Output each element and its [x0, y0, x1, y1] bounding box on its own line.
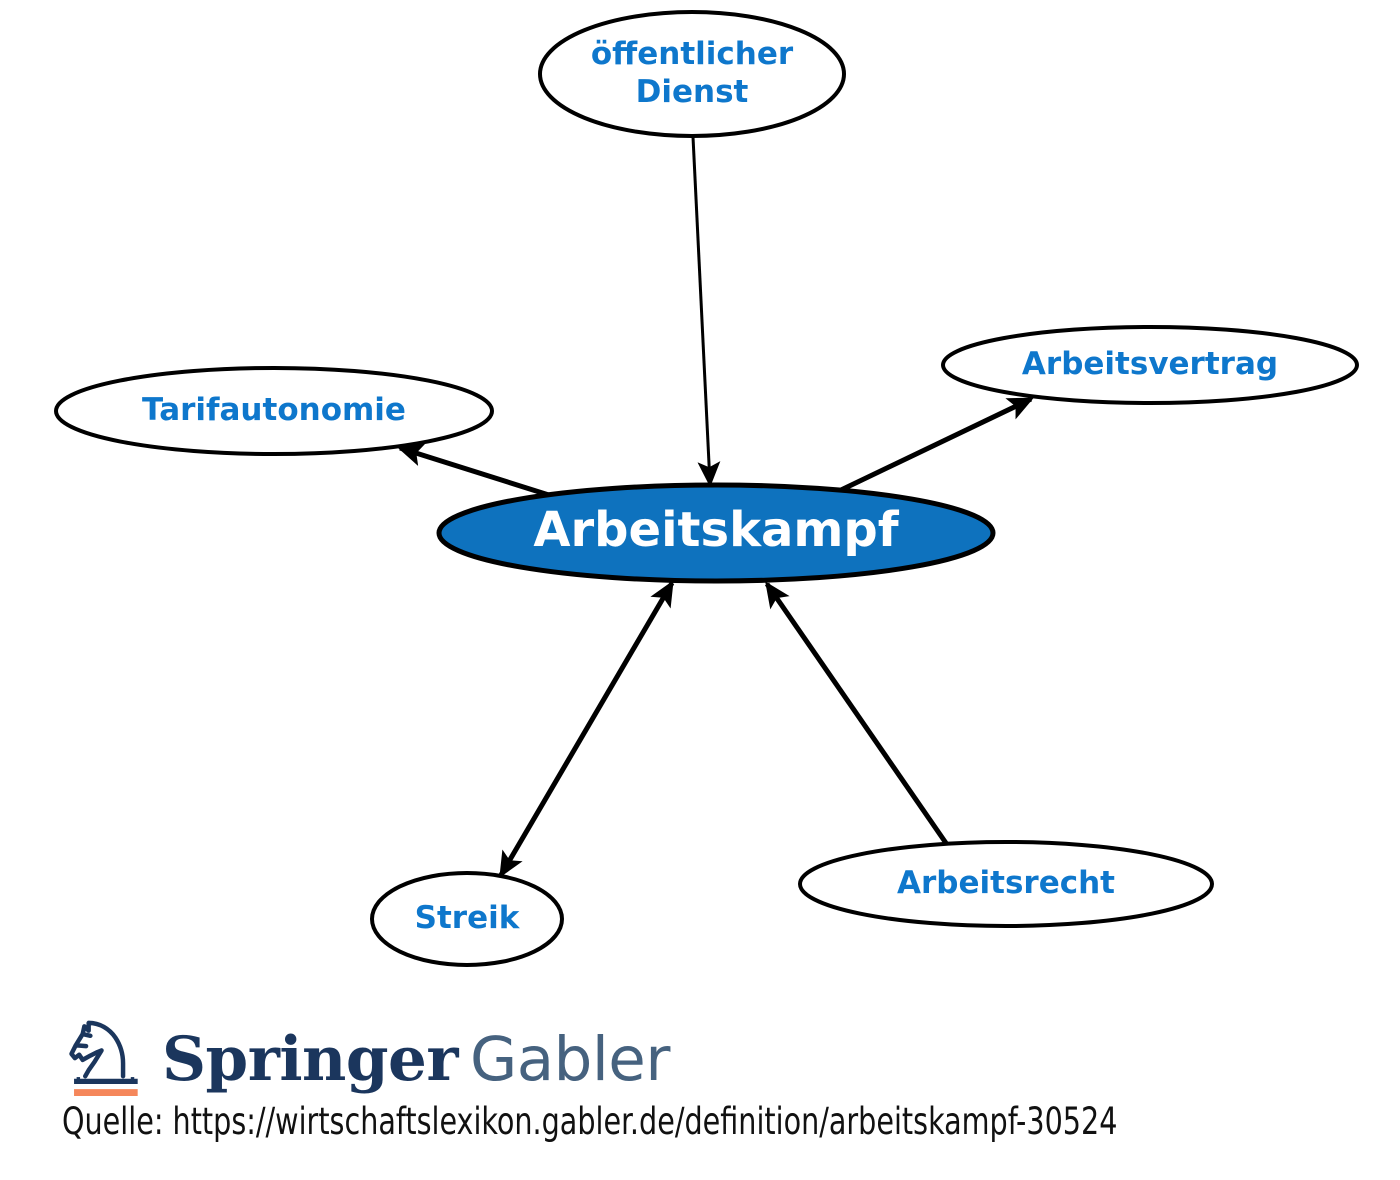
node-label: Streik [415, 900, 521, 936]
source-caption: Quelle: https://wirtschaftslexikon.gable… [62, 1100, 1118, 1143]
node-streik[interactable]: Streik [370, 871, 564, 967]
node-shape[interactable] [54, 366, 494, 456]
logo-springer-text: Springer [162, 1024, 458, 1095]
springer-gabler-logo: Springer Gabler [62, 1000, 670, 1096]
node-shape[interactable] [798, 840, 1214, 928]
edge-arbeitskampf-to-arbeitsvertrag [839, 396, 1034, 493]
footer: Springer Gabler Quelle: https://wirtscha… [0, 1000, 1400, 1180]
node-label: Arbeitsrecht [897, 865, 1115, 901]
edge-arbeitskampf-to-streik [498, 580, 675, 878]
node-arbeitsvertrag[interactable]: Arbeitsvertrag [941, 325, 1359, 405]
edge-oeffentlicher-dienst-to-arbeitskampf [691, 136, 721, 488]
edge-arbeitskampf-to-tarifautonomie [396, 443, 553, 499]
node-shape[interactable] [941, 325, 1359, 405]
orange-underline-bar [74, 1089, 138, 1096]
node-arbeitskampf[interactable]: Arbeitskampf [436, 482, 996, 584]
node-shape[interactable] [370, 871, 564, 967]
node-label: Arbeitsvertrag [1022, 346, 1278, 382]
node-shape[interactable] [436, 482, 996, 584]
springer-knight-logo-icon [62, 1010, 148, 1096]
knight-icon [69, 1020, 138, 1096]
node-label: Tarifautonomie [142, 392, 406, 428]
edge-arbeitsrecht-to-arbeitskampf [764, 581, 951, 848]
edges-layer [396, 136, 1034, 878]
node-arbeitsrecht[interactable]: Arbeitsrecht [798, 840, 1214, 928]
logo-wordmark: Springer Gabler [162, 1029, 670, 1090]
node-shape[interactable] [538, 10, 846, 138]
logo-gabler-text: Gabler [469, 1024, 670, 1095]
node-label: Arbeitskampf [533, 502, 899, 558]
node-tarifautonomie[interactable]: Tarifautonomie [54, 366, 494, 456]
